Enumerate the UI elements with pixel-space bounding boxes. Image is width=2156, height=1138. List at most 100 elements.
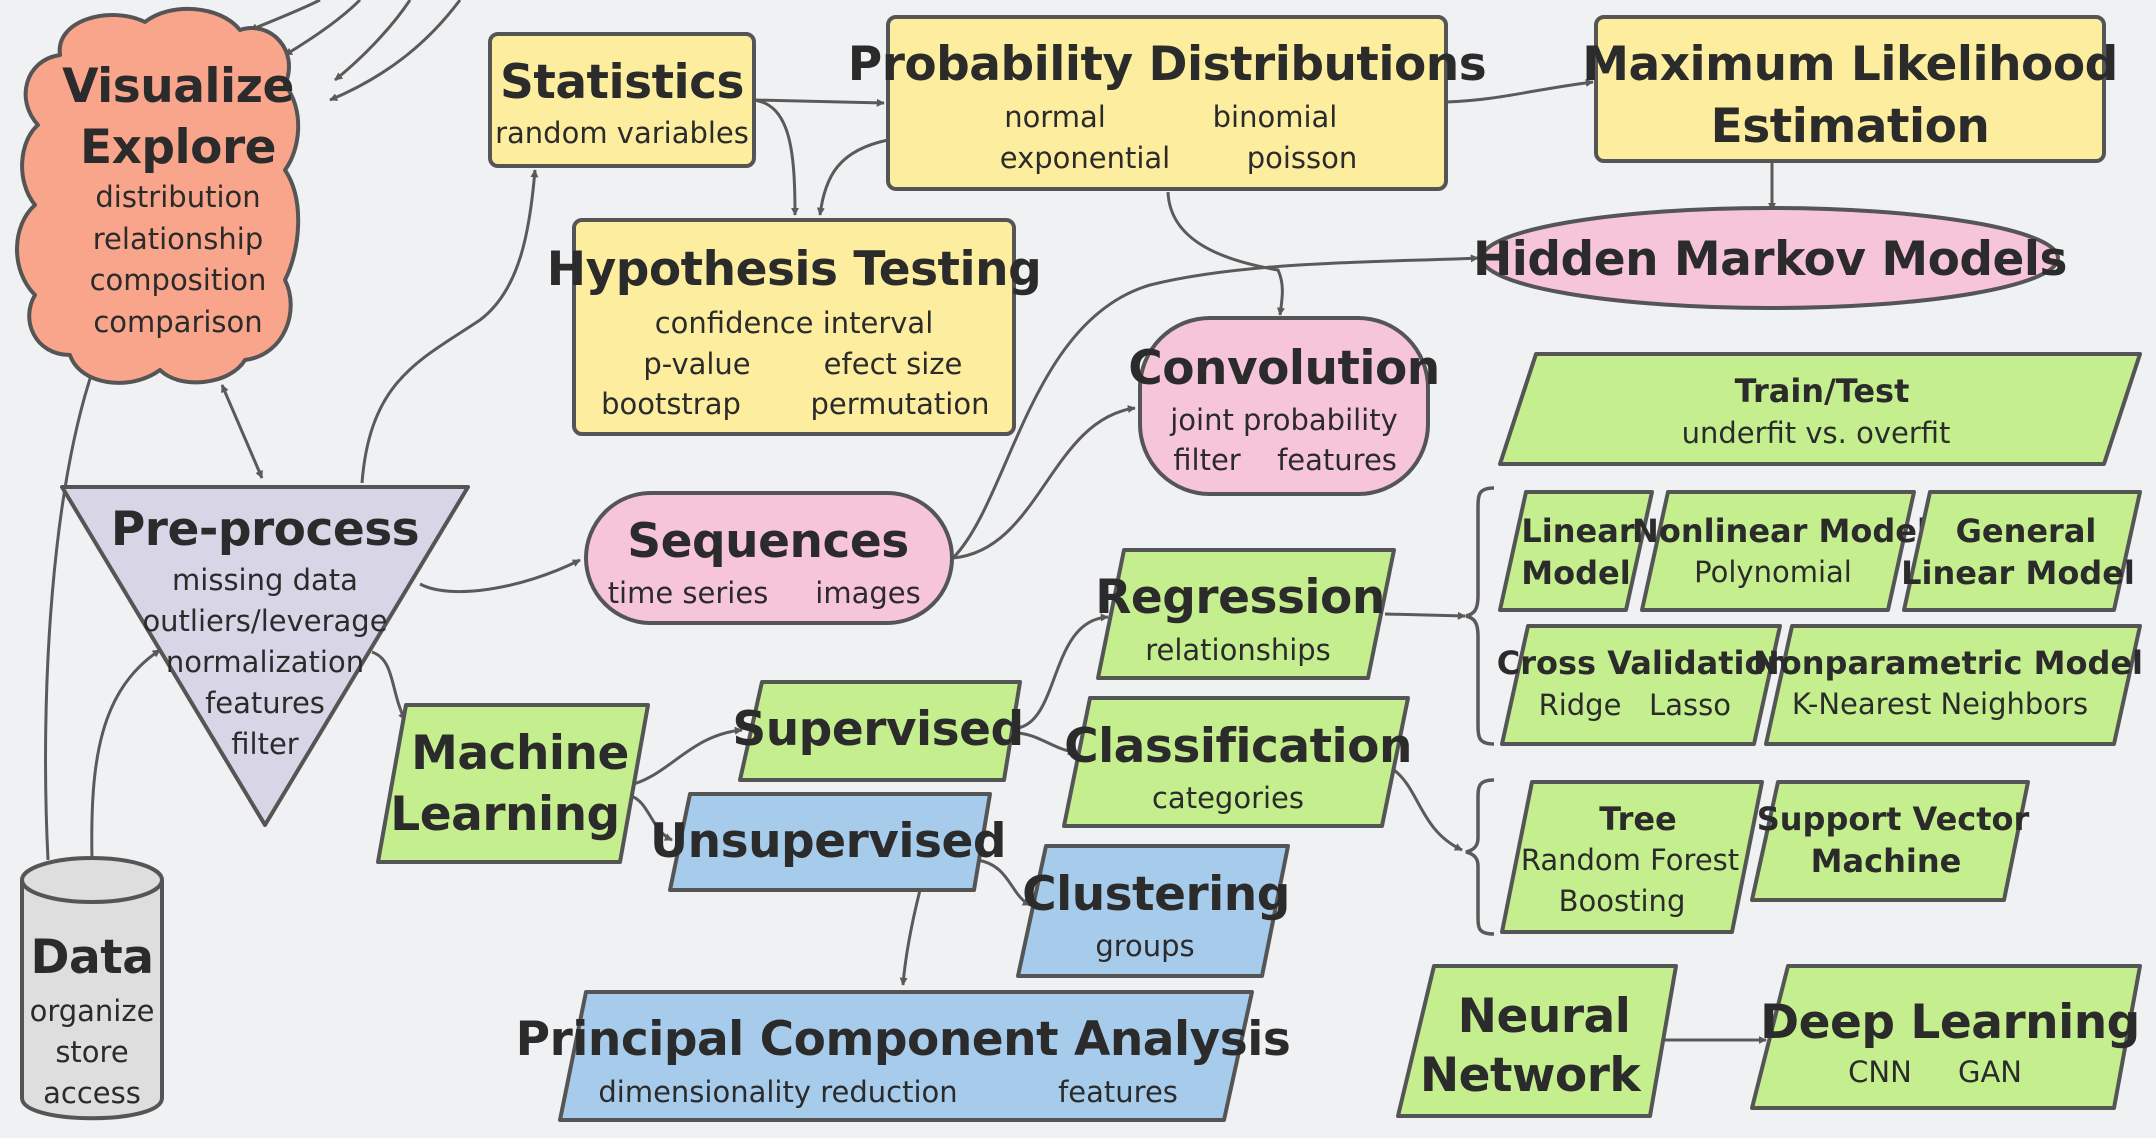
sequences-title: Sequences bbox=[627, 514, 908, 569]
nonlinear-model-line2: Polynomial bbox=[1694, 555, 1852, 589]
linear-model-shape bbox=[1498, 490, 1654, 612]
cross-validation-item-ridge: Ridge bbox=[1539, 688, 1622, 722]
edge-statistics-to-hypothesis bbox=[753, 98, 799, 216]
convolution-item-features: features bbox=[1277, 443, 1397, 477]
mle-title-line2: Estimation bbox=[1711, 99, 1990, 154]
cross-validation-node[interactable]: Cross Validation Ridge Lasso bbox=[1497, 624, 1790, 746]
hmm-title: Hidden Markov Models bbox=[1473, 232, 2067, 287]
mle-title-line1: Maximum Likelihood bbox=[1582, 37, 2118, 92]
regression-models-brace bbox=[1465, 486, 1495, 746]
linear-model-line1: Linear bbox=[1521, 512, 1634, 550]
statistics-sub: random variables bbox=[495, 116, 749, 150]
preprocess-title: Pre-process bbox=[111, 502, 419, 557]
tree-node[interactable]: Tree Random Forest Boosting bbox=[1500, 780, 1764, 934]
edge-regression-to-models bbox=[1384, 611, 1466, 620]
deep-learning-node[interactable]: Deep Learning CNN GAN bbox=[1750, 964, 2142, 1110]
edge-visualize-preprocess bbox=[220, 384, 264, 479]
hypothesis-item-bootstrap: bootstrap bbox=[601, 387, 741, 421]
edge-unsupervised-to-pca bbox=[899, 889, 922, 986]
edge-classification-to-models bbox=[1393, 768, 1463, 852]
probability-item-exponential: exponential bbox=[1000, 141, 1171, 175]
edge-into-visualize-2 bbox=[284, 0, 362, 57]
nonparametric-line1: Nonparametric Model bbox=[1753, 644, 2143, 682]
clustering-title: Clustering bbox=[1022, 867, 1290, 922]
unsupervised-node[interactable]: Unsupervised bbox=[650, 792, 1007, 892]
unsupervised-title: Unsupervised bbox=[650, 814, 1006, 869]
glm-line2: Linear Model bbox=[1901, 554, 2135, 592]
svm-shape bbox=[1750, 780, 2030, 902]
clustering-shape bbox=[1016, 844, 1290, 978]
linear-model-node[interactable]: Linear Model bbox=[1498, 490, 1654, 612]
data-item-access: access bbox=[43, 1076, 141, 1110]
nn-title-line1: Neural bbox=[1458, 989, 1631, 1044]
mle-node[interactable]: Maximum Likelihood Estimation bbox=[1582, 15, 2118, 163]
edge-sequences-to-convolution bbox=[952, 405, 1136, 560]
preprocess-item-missing-data: missing data bbox=[172, 563, 358, 597]
statistics-node[interactable]: Statistics random variables bbox=[488, 32, 756, 168]
neural-network-shape bbox=[1396, 964, 1678, 1118]
data-cylinder-top bbox=[20, 856, 164, 904]
edge-unsupervised-to-clustering bbox=[976, 858, 1031, 907]
cross-validation-shape bbox=[1500, 624, 1782, 746]
deep-learning-item-cnn: CNN bbox=[1848, 1055, 1912, 1089]
preprocess-item-normalization: normalization bbox=[166, 645, 364, 679]
deep-learning-shape bbox=[1750, 964, 2142, 1110]
pca-node[interactable]: Principal Component Analysis dimensional… bbox=[516, 990, 1291, 1122]
statistics-box bbox=[488, 32, 756, 168]
clustering-node[interactable]: Clustering groups bbox=[1016, 844, 1290, 978]
hmm-node[interactable]: Hidden Markov Models bbox=[1473, 206, 2068, 310]
preprocess-node[interactable]: Pre-process missing data outliers/levera… bbox=[60, 485, 470, 827]
hypothesis-testing-node[interactable]: Hypothesis Testing confidence interval p… bbox=[547, 218, 1042, 436]
nonparametric-model-shape bbox=[1764, 624, 2142, 746]
pca-shape bbox=[558, 990, 1254, 1122]
tree-line1: Tree bbox=[1599, 800, 1677, 838]
probability-item-poisson: poisson bbox=[1247, 141, 1358, 175]
probability-item-binomial: binomial bbox=[1213, 100, 1338, 134]
nonlinear-model-line1: Nonlinear Model bbox=[1632, 512, 1928, 550]
classification-node[interactable]: Classification categories bbox=[1062, 696, 1412, 828]
hypothesis-box bbox=[572, 218, 1016, 436]
regression-node[interactable]: Regression relationships bbox=[1095, 548, 1396, 680]
linear-model-line2: Model bbox=[1521, 554, 1630, 592]
nonlinear-model-node[interactable]: Nonlinear Model Polynomial bbox=[1632, 490, 1928, 612]
svm-node[interactable]: Support Vector Machine bbox=[1750, 780, 2030, 902]
visualize-explore-node[interactable]: Visualize Explore distribution relations… bbox=[15, 6, 301, 385]
preprocess-item-outliers: outliers/leverage bbox=[142, 604, 387, 638]
classification-models-brace bbox=[1465, 778, 1495, 936]
neural-network-node[interactable]: Neural Network bbox=[1396, 964, 1678, 1118]
data-item-store: store bbox=[55, 1035, 128, 1069]
edge-probability-to-hypothesis bbox=[816, 138, 889, 216]
convolution-title: Convolution bbox=[1128, 341, 1440, 396]
probability-item-normal: normal bbox=[1004, 100, 1106, 134]
edge-probability-to-convolution bbox=[1166, 191, 1285, 316]
nonparametric-model-node[interactable]: Nonparametric Model K-Nearest Neighbors bbox=[1753, 624, 2143, 746]
convolution-item-joint-probability: joint probability bbox=[1169, 403, 1398, 437]
glm-line1: General bbox=[1956, 512, 2097, 550]
pca-title: Principal Component Analysis bbox=[516, 1012, 1291, 1067]
train-test-node[interactable]: Train/Test underfit vs. overfit bbox=[1498, 352, 2142, 466]
data-node[interactable]: Data organize store access bbox=[20, 856, 164, 1121]
nonparametric-line2: K-Nearest Neighbors bbox=[1792, 687, 2088, 721]
regression-sub: relationships bbox=[1145, 633, 1331, 667]
nonlinear-model-shape bbox=[1640, 490, 1916, 612]
train-test-title: Train/Test bbox=[1735, 372, 1910, 410]
glm-node[interactable]: General Linear Model bbox=[1901, 490, 2142, 612]
tree-shape bbox=[1500, 780, 1764, 934]
hypothesis-item-effect-size: efect size bbox=[824, 347, 963, 381]
statistics-title: Statistics bbox=[500, 55, 744, 110]
glm-shape bbox=[1902, 490, 2142, 612]
unsupervised-shape bbox=[668, 792, 992, 892]
edge-into-visualize-1 bbox=[249, 0, 321, 32]
sequences-node[interactable]: Sequences time series images bbox=[584, 491, 954, 625]
tree-line2: Random Forest bbox=[1521, 843, 1739, 877]
probability-distributions-node[interactable]: Probability Distributions normal binomia… bbox=[848, 15, 1487, 191]
regression-shape bbox=[1096, 548, 1396, 680]
edge-preprocess-to-ml bbox=[371, 650, 407, 721]
supervised-node[interactable]: Supervised bbox=[732, 680, 1024, 782]
machine-learning-node[interactable]: Machine Learning bbox=[376, 703, 650, 864]
convolution-node[interactable]: Convolution joint probability filter fea… bbox=[1128, 316, 1440, 496]
sequences-item-time-series: time series bbox=[608, 576, 769, 610]
convolution-box bbox=[1138, 316, 1430, 496]
hypothesis-title: Hypothesis Testing bbox=[547, 242, 1041, 297]
